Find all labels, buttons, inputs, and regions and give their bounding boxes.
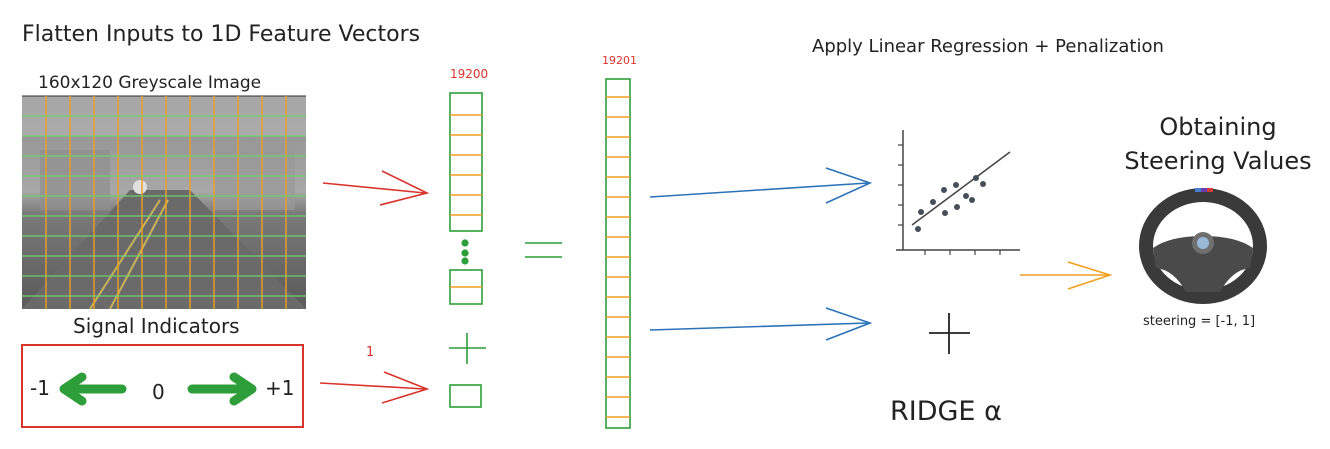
greyscale-road-image — [22, 95, 306, 310]
combined-feature-vector — [605, 78, 631, 429]
signal-indicator-box — [21, 344, 304, 428]
signal-right-value: +1 — [265, 376, 295, 400]
steering-range: steering = [-1, 1] — [1143, 314, 1256, 329]
signal-to-vector-arrow — [319, 371, 430, 404]
vector-to-ridge-arrow — [649, 307, 873, 341]
combined-vector-size: 19201 — [602, 54, 637, 67]
vector-to-regression-arrow — [649, 167, 873, 204]
left-arrow-icon — [59, 372, 127, 406]
penalization-plus-icon — [929, 313, 970, 354]
regression-to-steering-arrow — [1020, 261, 1113, 290]
signal-feature-cell — [449, 384, 482, 408]
regression-title: Apply Linear Regression + Penalization — [812, 36, 1164, 57]
signal-center-value: 0 — [152, 380, 165, 404]
right-arrow-icon — [187, 372, 257, 406]
flatten-title: Flatten Inputs to 1D Feature Vectors — [22, 22, 421, 47]
image-feature-vector — [449, 92, 483, 232]
equals-icon — [525, 242, 562, 258]
image-to-vector-arrow — [322, 170, 430, 206]
signal-left-value: -1 — [30, 376, 50, 400]
steering-wheel-icon — [1139, 188, 1267, 304]
signal-caption: Signal Indicators — [73, 314, 240, 338]
scatter-plot-icon — [896, 130, 1020, 255]
plus-icon — [449, 333, 486, 364]
image-feature-vector-tail — [449, 269, 483, 305]
output-title: Obtaining Steering Values — [1124, 113, 1312, 175]
ellipsis-dots-icon — [461, 239, 469, 265]
image-grid-overlay — [22, 96, 306, 309]
image-vector-size: 19200 — [450, 67, 489, 81]
image-caption: 160x120 Greyscale Image — [38, 73, 262, 93]
signal-vector-size: 1 — [366, 345, 375, 360]
ridge-label: RIDGE α — [890, 396, 1002, 427]
